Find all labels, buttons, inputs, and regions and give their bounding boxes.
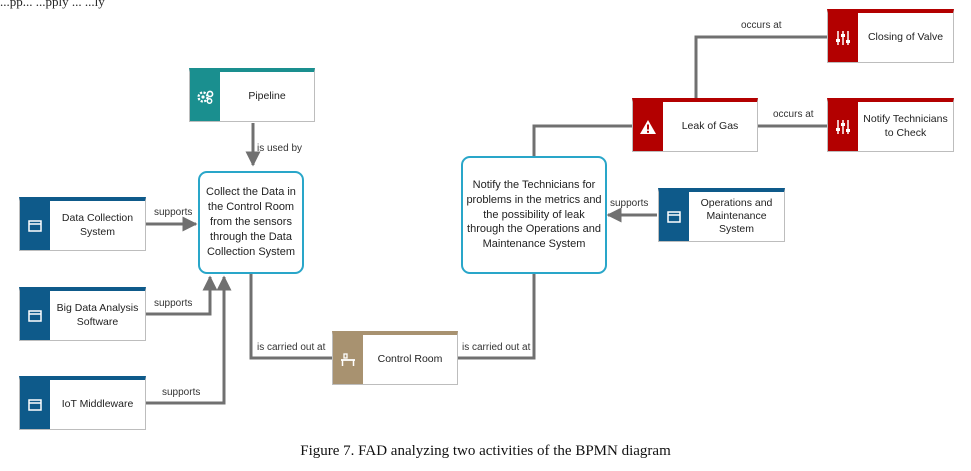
application-window-icon [20,201,50,250]
node-operations-maintenance-system[interactable]: Operations and Maintenance System [658,188,785,242]
node-label: IoT Middleware [61,397,134,410]
edge-label-supports: supports [610,198,649,209]
application-window-icon [20,380,50,429]
cropped-paragraph-text: ...pp... ...pply ... ...ly [0,0,105,9]
node-label: Leak of Gas [681,119,739,132]
gear-cluster-icon [190,72,220,121]
node-closing-of-valve[interactable]: Closing of Valve [827,9,954,63]
node-label: Notify Technicians to Check [863,113,948,139]
edge-label-is-carried-out-at: is carried out at [257,342,326,353]
edge-iot-to-collect [146,275,232,405]
edge-label-occurs-at: occurs at [741,20,782,31]
edge-collect-to-controlroom [249,274,332,360]
edge-bigdata-to-collect [146,275,218,316]
edge-label-supports: supports [154,298,193,309]
node-pipeline[interactable]: Pipeline [189,68,315,122]
node-label: Closing of Valve [867,30,944,43]
edge-label-occurs-at: occurs at [773,109,814,120]
slider-controls-icon [828,102,858,151]
desk-location-icon [333,335,363,384]
node-iot-middleware[interactable]: IoT Middleware [19,376,146,430]
node-label: Control Room [377,352,443,365]
activity-notify-technicians[interactable]: Notify the Technicians for problems in t… [461,156,607,274]
node-label: Big Data Analysis Software [56,302,139,328]
warning-triangle-icon [633,102,663,151]
node-label: Data Collection System [61,212,134,238]
edge-label-supports: supports [154,207,193,218]
edge-controlroom-to-notify [458,274,536,360]
edge-label-is-carried-out-at: is carried out at [462,342,531,353]
application-window-icon [20,291,50,340]
node-leak-of-gas[interactable]: Leak of Gas [632,98,758,152]
application-window-icon [659,192,689,241]
edge-notify-to-leak [532,124,632,158]
node-notify-technicians-to-check[interactable]: Notify Technicians to Check [827,98,954,152]
activity-collect-data[interactable]: Collect the Data in the Control Room fro… [198,171,304,274]
node-label: Operations and Maintenance System [700,196,773,236]
node-label: Pipeline [248,89,286,102]
edge-label-supports: supports [162,387,201,398]
node-data-collection-system[interactable]: Data Collection System [19,197,146,251]
slider-controls-icon [828,13,858,62]
node-big-data-analysis-software[interactable]: Big Data Analysis Software [19,287,146,341]
edge-label-is-used-by: is used by [257,143,303,154]
figure-caption: Figure 7. FAD analyzing two activities o… [300,443,671,459]
node-control-room[interactable]: Control Room [332,331,458,385]
edge-leak-to-valve [694,35,827,98]
